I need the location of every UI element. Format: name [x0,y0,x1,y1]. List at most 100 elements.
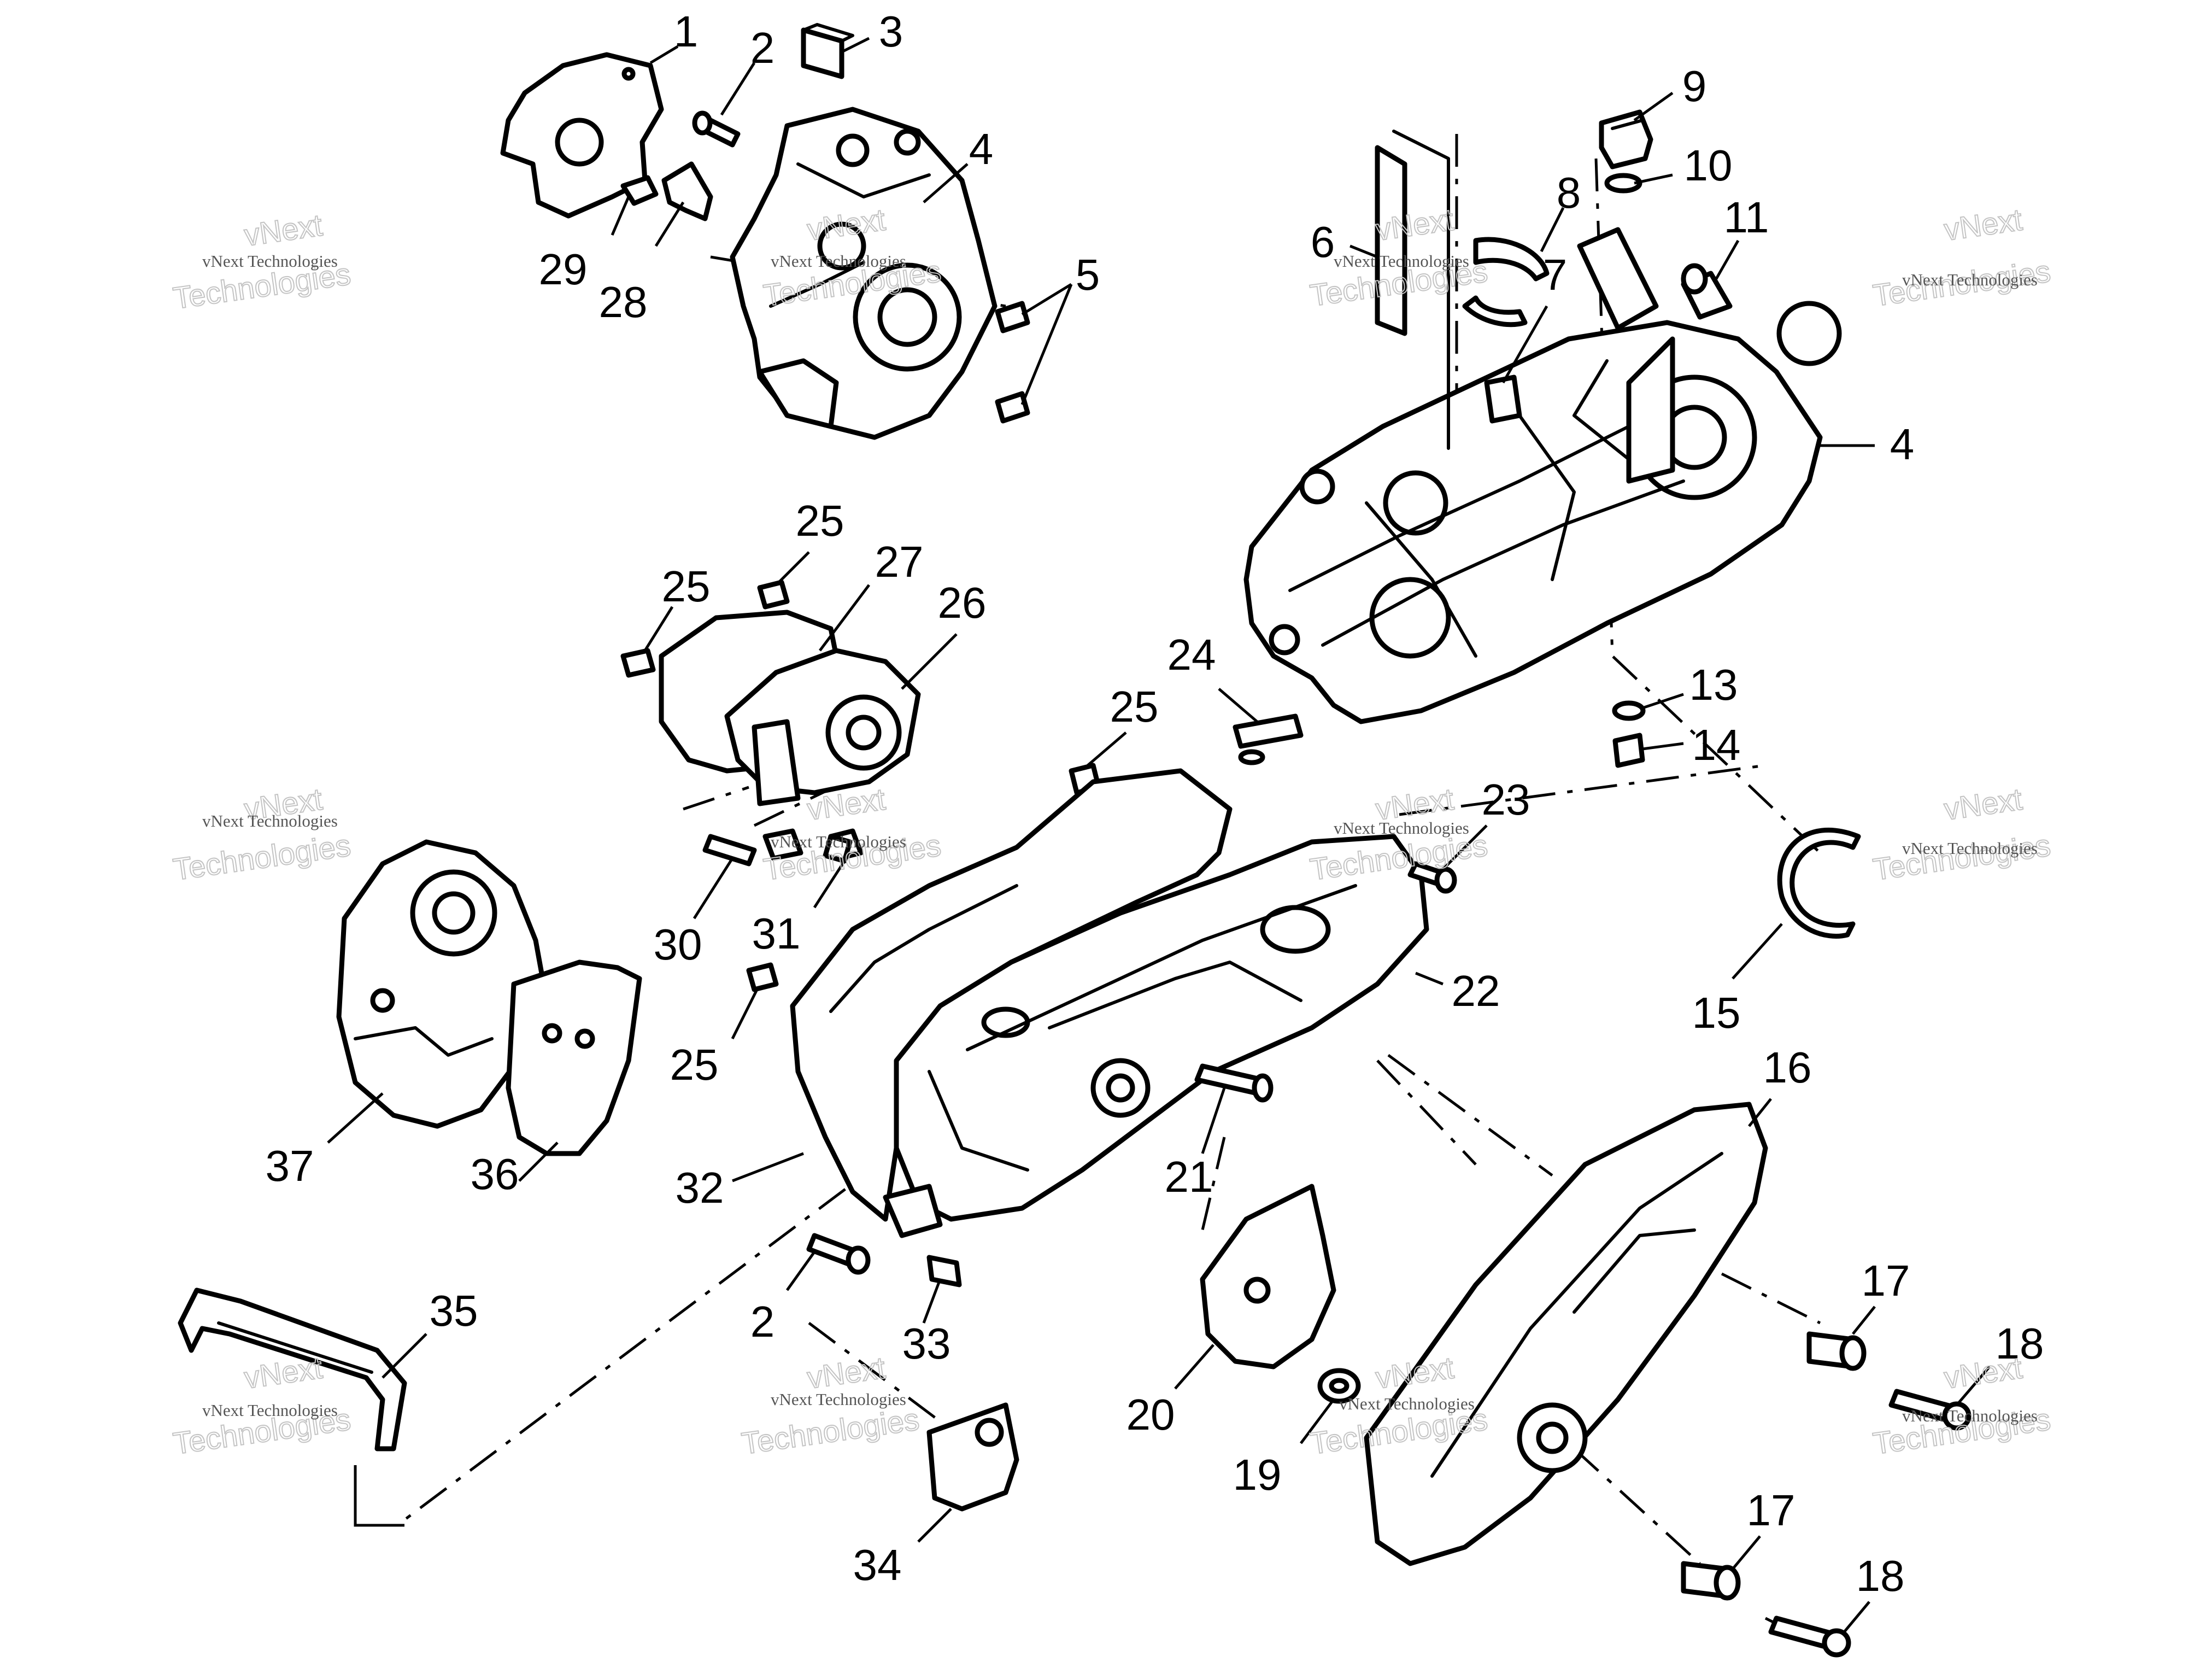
cover-bolt-21 [1194,1063,1274,1103]
watermark-text: vNext Technologies [202,251,338,271]
watermark-text: vNext [805,1350,888,1395]
callout-label: 10 [1684,141,1733,190]
screws-18 [1768,1389,1972,1658]
watermark-mid-right: vNext Technologies vNext Technologies [1870,781,2053,887]
right-crankcase [1243,227,1842,724]
callout-label: 6 [1311,218,1335,266]
belt-cover [1364,1102,1768,1566]
callout-label: 21 [1165,1152,1213,1201]
watermark-text: vNext Technologies [1902,270,2038,289]
watermark-text: Technologies [740,1402,921,1461]
lower-bolts [806,1233,962,1287]
callout-label: 34 [853,1541,902,1589]
callout-labels: 1 2 3 4 5 29 28 9 10 8 11 6 7 4 25 25 27… [266,7,2044,1600]
callout-label: 3 [879,7,903,56]
fitting-7 [1484,374,1522,424]
callout-label: 25 [670,1040,719,1089]
callout-label: 36 [471,1150,519,1198]
callout-label: 16 [1763,1043,1812,1092]
watermark-text: vNext [1942,782,2025,827]
cover-bolts-17 [1681,1331,1867,1601]
nut-19 [1317,1368,1361,1404]
air-guide-plate-20 [1200,1184,1336,1369]
callout-label: 4 [969,125,994,173]
watermark-mid-right-center: vNext Technologies vNext Technologies [1307,781,1490,887]
watermark-text: vNext Technologies [771,832,906,851]
callout-label: 31 [752,909,801,958]
bushing-11 [1681,263,1733,320]
transmission-cover [883,834,1429,1238]
bolt-top [692,110,741,148]
gasket-plate [500,52,664,219]
bracket-34 [926,1402,1019,1512]
callout-label: 30 [654,920,702,969]
leader-lines [327,37,1991,1636]
callout-label: 7 [1543,250,1568,299]
callout-label: 26 [938,578,987,627]
watermark-mid-center: vNext Technologies vNext Technologies [761,781,943,887]
callout-label: 17 [1747,1486,1796,1535]
watermark-text: vNext Technologies [1902,1406,2038,1425]
callout-label: 5 [1076,250,1100,299]
watermark-text: vNext Technologies [1334,818,1469,838]
oil-plug [1599,109,1653,169]
callout-label: 14 [1692,721,1741,769]
watermark-text: vNext [1942,1350,2025,1395]
callout-label: 4 [1890,420,1915,469]
watermark-text: vNext [1942,202,2025,247]
callout-label: 25 [662,562,711,611]
callout-label: 32 [676,1163,724,1212]
watermark-text: vNext [242,1350,325,1395]
watermark-text: Technologies [171,828,353,887]
watermark-text: vNext Technologies [771,251,906,271]
small-bolt-and-clip [620,161,713,221]
callout-label: 8 [1557,168,1581,217]
small-cover-assembly [659,610,921,861]
hose-clamp [1462,237,1550,327]
left-outer-cover [336,839,549,1129]
callout-label: 1 [674,7,699,56]
watermark-mid-left: vNext Technologies vNext Technologies [171,781,353,887]
callout-label: 19 [1233,1450,1282,1499]
watermark-text: vNext Technologies [202,811,338,830]
watermark-top-right: vNext Technologies vNext Technologies [1870,202,2053,313]
callout-label: 13 [1689,660,1738,709]
watermark-text: vNext Technologies [771,1390,906,1409]
left-crankcase [730,107,998,440]
callout-label: 24 [1167,630,1216,679]
callout-label: 23 [1482,775,1530,824]
callout-label: 20 [1126,1390,1175,1439]
watermark-text: vNext Technologies [1334,251,1469,271]
callout-label: 25 [796,496,844,545]
callout-label: 33 [902,1319,951,1368]
circlip [1777,828,1861,939]
watermark-text: vNext Technologies [1339,1394,1475,1413]
pipe-bar [178,1287,407,1451]
callout-label: 27 [875,537,924,586]
callout-label: 17 [1862,1256,1910,1305]
callout-label: 22 [1452,967,1500,1015]
callout-label: 35 [430,1286,478,1335]
callout-label: 11 [1723,193,1769,242]
watermark-text: vNext [242,208,325,253]
cover-bolt-23 [1407,861,1457,894]
callout-label: 2 [750,24,775,72]
callout-label: 2 [750,1297,775,1346]
callout-label: 9 [1682,62,1707,110]
watermark-top-right-center: vNext Technologies vNext Technologies [1307,202,1490,313]
drain-washer-bolt [1612,700,1646,768]
watermark-bottom-center: vNext Technologies vNext Technologies [739,1350,922,1461]
callout-label: 18 [1856,1552,1905,1600]
sleeve-part [801,23,854,79]
callout-label: 18 [1996,1319,2044,1368]
callout-label: 28 [599,278,648,326]
callout-label: 37 [266,1142,314,1190]
watermark-top-left: vNext Technologies vNext Technologies [171,207,353,316]
dowel-pins [995,301,1030,424]
left-inner-cover [506,959,642,1156]
bolts-30-31 [702,834,853,867]
callout-label: 25 [1110,682,1159,731]
watermark-text: vNext Technologies [1902,839,2038,858]
rod-part [1375,130,1450,450]
